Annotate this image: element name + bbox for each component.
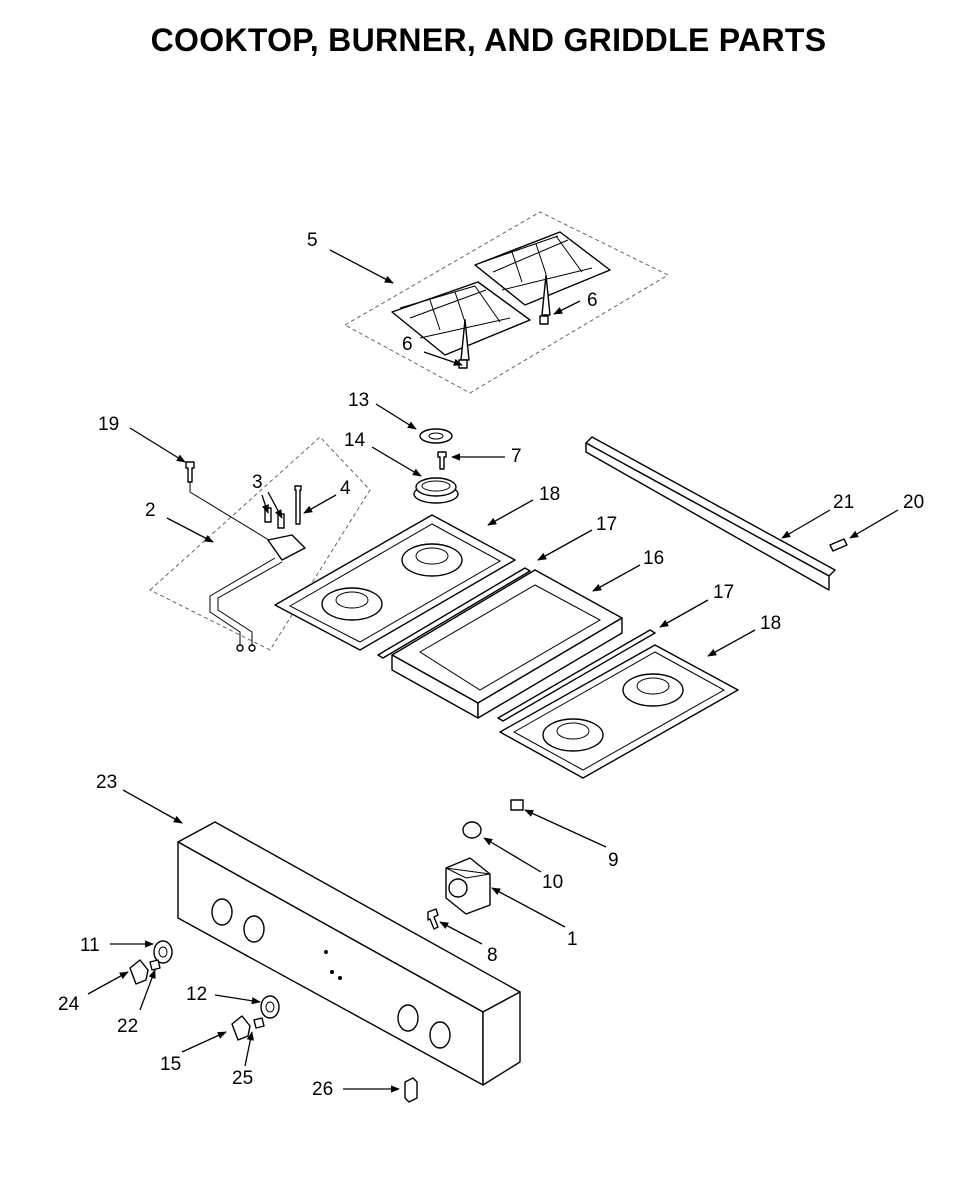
bezel-11 xyxy=(153,940,173,964)
gas-valve-assembly xyxy=(149,436,371,652)
callout-19: 19 xyxy=(98,414,119,435)
screw-7 xyxy=(437,451,447,470)
callout-1: 1 xyxy=(567,929,578,950)
callout-4: 4 xyxy=(340,478,351,499)
burner-parts xyxy=(413,428,459,504)
page-title: COOKTOP, BURNER, AND GRIDDLE PARTS xyxy=(150,22,827,58)
spring-22 xyxy=(149,959,161,971)
manifold-tube xyxy=(209,557,276,648)
fitting-19 xyxy=(185,461,195,483)
grates-assembly xyxy=(343,211,670,394)
griddle xyxy=(391,569,623,719)
leader-lines xyxy=(87,249,899,1093)
burner-cap xyxy=(419,428,453,444)
control-panel xyxy=(177,821,521,1086)
screw-20 xyxy=(829,538,848,552)
ignition-electrode xyxy=(294,485,302,525)
callout-12: 12 xyxy=(186,984,207,1005)
grate-left xyxy=(391,281,531,369)
burner-tray-right xyxy=(499,644,739,779)
callout-20: 20 xyxy=(903,492,924,513)
callout-labels: 5 6 6 13 19 14 7 3 4 18 2 17 16 21 20 17… xyxy=(58,230,924,1100)
callout-18: 18 xyxy=(760,613,781,634)
callout-25: 25 xyxy=(232,1068,253,1089)
callout-9: 9 xyxy=(608,850,619,871)
grates-group-outline xyxy=(343,211,670,394)
callout-23: 23 xyxy=(96,772,117,793)
spring-25 xyxy=(253,1017,265,1029)
callout-17: 17 xyxy=(596,514,617,535)
callout-26: 26 xyxy=(312,1079,333,1100)
valve-module-1 xyxy=(445,857,491,915)
callout-24: 24 xyxy=(58,994,80,1015)
callout-6: 6 xyxy=(402,334,413,355)
callout-3: 3 xyxy=(252,472,263,493)
screw-8 xyxy=(427,908,439,930)
part-26 xyxy=(404,1077,418,1103)
grate-right xyxy=(474,231,611,325)
burner-tray-left xyxy=(274,514,516,651)
callout-10: 10 xyxy=(542,872,563,893)
orifice-a xyxy=(264,507,272,523)
bezel-12 xyxy=(260,995,280,1019)
callout-14: 14 xyxy=(344,430,366,451)
callout-15: 15 xyxy=(160,1054,181,1075)
callout-6: 6 xyxy=(587,290,598,311)
valve-group-outline xyxy=(149,436,371,651)
callout-11: 11 xyxy=(80,935,100,956)
knob-15 xyxy=(231,1015,251,1041)
callout-8: 8 xyxy=(487,945,498,966)
trim-strip-upper xyxy=(377,567,531,659)
rear-trim-bar xyxy=(585,436,836,591)
callout-21: 21 xyxy=(833,492,854,513)
callout-5: 5 xyxy=(307,230,318,251)
knob-24 xyxy=(129,959,149,985)
part-10 xyxy=(462,821,482,839)
callout-22: 22 xyxy=(117,1016,138,1037)
trim-strip-lower xyxy=(497,629,656,722)
callout-16: 16 xyxy=(643,548,664,569)
callout-13: 13 xyxy=(348,390,369,411)
callout-2: 2 xyxy=(145,500,156,521)
part-9 xyxy=(510,799,524,811)
callout-7: 7 xyxy=(511,446,522,467)
burner-head xyxy=(413,477,459,504)
callout-18: 18 xyxy=(539,484,560,505)
callout-17: 17 xyxy=(713,582,734,603)
